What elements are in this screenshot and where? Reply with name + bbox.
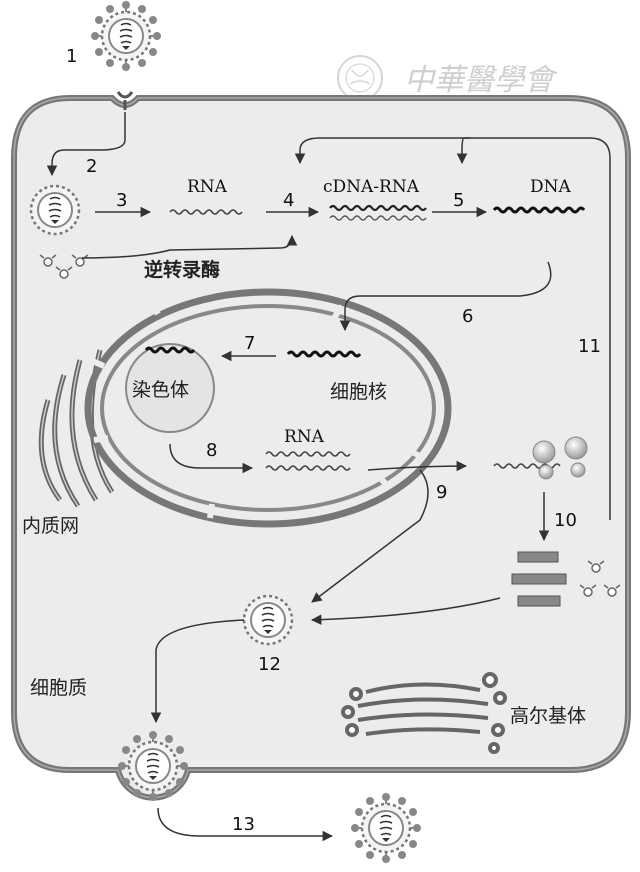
step-label-10: 10 [554,510,577,531]
cdna-rna-hybrid [329,204,427,212]
chromosome [125,343,215,433]
label-nucleus: 细胞核 [330,381,387,403]
incoming-virion-icon [90,0,162,72]
step-label-5: 5 [453,190,464,211]
step-label-6: 6 [462,306,473,327]
step-label-7: 7 [244,333,255,354]
molecule-label-rna-nucleus: RNA [284,427,325,447]
rna-strand-top [169,209,243,215]
released-virion-icon [350,792,422,864]
rna-strands-nucleus [265,451,351,457]
capsid-icon [29,184,81,236]
label-endoplasmic-reticulum: 内质网 [22,515,79,537]
assembled-capsid-icon [242,594,294,646]
dna-strand [492,206,586,214]
receptor-icon [116,91,134,99]
label-reverse-transcriptase: 逆转录酶 [144,258,220,281]
step-label-8: 8 [206,440,217,461]
protein-bars-icon [511,551,567,607]
integrated-dna-on-chromosome [144,346,196,354]
dna-strand-nucleus [286,350,362,358]
label-chromosome: 染色体 [132,379,189,401]
molecule-label-dna: DNA [530,177,572,197]
step-label-1: 1 [66,46,77,67]
label-cytoplasm: 细胞质 [30,677,87,699]
step-label-11: 11 [578,336,601,357]
watermark-text: 中華醫學會 [404,63,558,98]
nuclear-envelope [84,288,452,528]
step-label-9: 9 [436,482,447,503]
watermark-seal-icon [337,55,383,101]
label-golgi: 高尔基体 [510,705,586,727]
ribosome-icon [493,436,588,480]
molecule-label-rna-top: RNA [187,177,228,197]
molecule-label-cdna-rna: cDNA-RNA [323,177,420,197]
golgi-apparatus [341,672,507,754]
step-label-13: 13 [232,814,255,835]
step-label-3: 3 [116,190,127,211]
step-label-4: 4 [283,190,294,211]
step-label-12: 12 [258,654,281,675]
step-label-2: 2 [86,156,97,177]
